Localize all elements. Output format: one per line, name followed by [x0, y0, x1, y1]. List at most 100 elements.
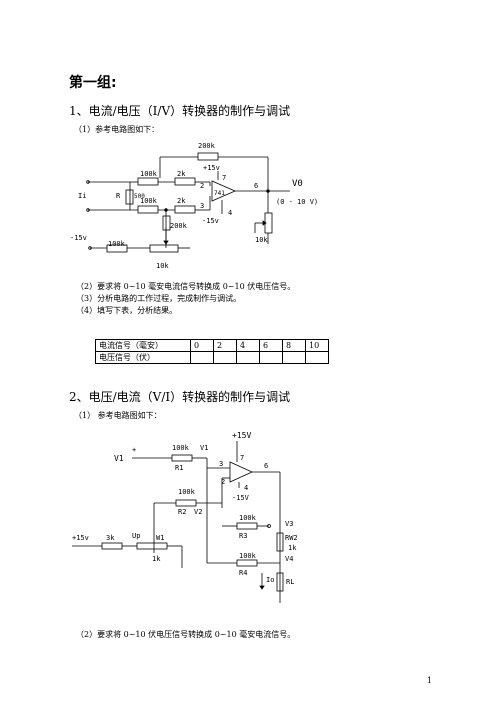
- table-cell[interactable]: [213, 351, 237, 364]
- table-row: 电流信号（毫安） 0 2 4 6 8 10: [95, 339, 329, 352]
- group-heading: 第一组:: [69, 75, 117, 91]
- label-w1-value: 1k: [152, 555, 161, 563]
- table-cell: 8: [282, 339, 306, 352]
- label-input-v1: V1: [114, 454, 124, 463]
- section1-item1: （1）参考电路图如下：: [74, 125, 160, 134]
- label-pin2-2: 2: [221, 478, 225, 486]
- table-cell[interactable]: [236, 351, 260, 364]
- label-io: Io: [266, 576, 274, 584]
- resistor-100k-top: [137, 177, 159, 186]
- label-r-sense: R: [116, 192, 121, 200]
- label-vcc-neg-2: -15V: [232, 494, 250, 502]
- row1-label: 电流信号（毫安）: [95, 339, 191, 352]
- page-number: 1: [426, 676, 432, 685]
- resistor-200k: [162, 215, 171, 231]
- resistor-2k-top: [174, 177, 196, 186]
- table-cell: 10: [305, 339, 329, 352]
- resistor-2k-bottom: [174, 205, 196, 214]
- pot-10k: [149, 244, 179, 253]
- label-input: Ii: [78, 192, 86, 200]
- label-vcc-pos: +15v: [203, 164, 220, 172]
- resistor-r4: [236, 559, 258, 567]
- label-opamp: 741: [214, 190, 225, 197]
- resistor-sense: [125, 189, 134, 205]
- label-r2-value: 100k: [178, 488, 196, 496]
- table-row: 电压信号（伏）: [95, 351, 329, 364]
- section2-item2: （2）要求将 0~10 伏电压信号转换成 0~10 毫安电流信号。: [76, 630, 296, 639]
- label-r3-value: 100k: [239, 514, 257, 522]
- label-r-200k: 200k: [170, 222, 188, 230]
- label-r-100k-bottom: 100k: [140, 197, 158, 205]
- label-r-sense-value: 500: [134, 193, 145, 200]
- label-up: Up: [132, 532, 140, 540]
- label-w1: W1: [156, 534, 164, 542]
- table-cell[interactable]: [259, 351, 283, 364]
- label-pin6-2: 6: [264, 462, 268, 470]
- label-r4: R4: [239, 569, 247, 577]
- iv-converter-circuit: 200k +15v 100k 2k 7 2 741 6 V0 (0 - 10 V…: [70, 142, 318, 270]
- result-table: 电流信号（毫安） 0 2 4 6 8 10 电压信号（伏）: [95, 339, 329, 364]
- section2-title: 2、电压/电流（V/I）转换器的制作与调试: [69, 390, 291, 404]
- pot-rw2: [276, 532, 284, 552]
- section2-item1: （1） 参考电路图如下：: [74, 411, 162, 420]
- section1-item3: （3）分析电路的工作过程，完成制作与调试。: [76, 294, 242, 303]
- label-r-2k-bottom: 2k: [177, 197, 186, 205]
- table-cell[interactable]: [305, 351, 329, 364]
- label-pin3: 3: [200, 202, 204, 210]
- table-cell: 0: [190, 339, 214, 352]
- label-pin4: 4: [228, 209, 232, 217]
- opamp-741: [211, 180, 237, 202]
- resistor-feedback: [197, 152, 219, 161]
- label-vcc-pos-2: +15V: [232, 431, 251, 440]
- table-cell: 6: [259, 339, 283, 352]
- table-cell: 2: [213, 339, 237, 352]
- section1-item4: （4）填写下表，分析结果。: [76, 306, 178, 315]
- opamp-2: [229, 461, 253, 483]
- resistor-rl: [276, 572, 284, 592]
- label-r-100k-left: 100k: [108, 240, 126, 248]
- label-r2-node: V2: [194, 508, 202, 516]
- label-vcc-neg: -15v: [202, 217, 219, 225]
- label-output-range: (0 - 10 V): [276, 198, 318, 206]
- label-r3: R3: [239, 532, 247, 540]
- label-rl: RL: [286, 578, 294, 586]
- label-supply: +15v: [72, 534, 89, 542]
- resistor-100k-bottom: [137, 205, 159, 214]
- vi-converter-circuit: +15V 7 V1 + 100k R1 V1 3 6 2 4 -15V 100k…: [72, 431, 298, 603]
- label-pin4-2: 4: [244, 484, 248, 492]
- resistor-r3: [236, 522, 258, 530]
- resistor-3k: [101, 542, 123, 550]
- resistor-100k-left: [106, 244, 128, 253]
- label-pin2: 2: [200, 182, 204, 190]
- label-pin7-2: 7: [240, 454, 244, 462]
- label-v3: V3: [285, 520, 293, 528]
- label-pin7: 7: [222, 174, 226, 182]
- label-pin6: 6: [254, 182, 258, 190]
- label-output: V0: [292, 179, 303, 189]
- label-r-2k-top: 2k: [177, 170, 186, 178]
- label-r2: R2: [178, 508, 186, 516]
- section1-item2: （2）要求将 0~10 毫安电流信号转换成 0~10 伏电压信号。: [76, 282, 296, 291]
- resistor-r1: [171, 454, 193, 462]
- section1-title: 1、电流/电压（I/V）转换器的制作与调试: [69, 104, 291, 118]
- label-rw2: RW2: [285, 534, 298, 542]
- label-pin3-2: 3: [219, 460, 223, 468]
- label-r1-node: V1: [200, 444, 208, 452]
- label-r-3k: 3k: [106, 534, 115, 542]
- resistor-r2: [175, 499, 197, 507]
- table-cell: 4: [236, 339, 260, 352]
- label-rw2-value: 1k: [288, 544, 297, 552]
- label-r1: R1: [175, 464, 183, 472]
- table-cell[interactable]: [190, 351, 214, 364]
- label-r-feedback: 200k: [198, 142, 216, 150]
- table-cell[interactable]: [282, 351, 306, 364]
- label-neg-supply: -15v: [70, 234, 87, 242]
- label-v4: V4: [285, 555, 293, 563]
- label-r1-value: 100k: [172, 444, 190, 452]
- label-pot-out: 10k: [255, 236, 268, 244]
- label-r4-value: 100k: [239, 552, 257, 560]
- row2-label: 电压信号（伏）: [95, 351, 191, 364]
- pot-w1: [136, 542, 168, 550]
- label-r-100k-top: 100k: [140, 170, 158, 178]
- label-pot-10k: 10k: [156, 262, 169, 270]
